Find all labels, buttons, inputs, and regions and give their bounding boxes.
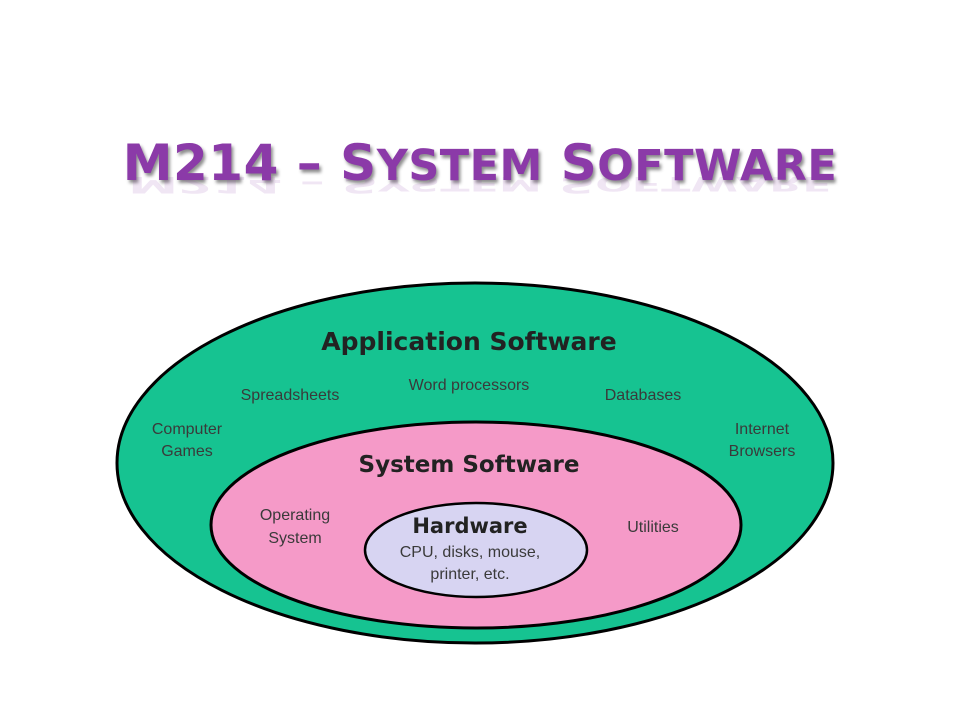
title-software: OFTWARE bbox=[597, 141, 838, 191]
title-prefix: M214 – S bbox=[122, 134, 377, 192]
application-software-heading: Application Software bbox=[321, 327, 616, 356]
computer-games-label-line1: Computer bbox=[152, 421, 223, 438]
utilities-label: Utilities bbox=[627, 519, 679, 536]
computer-games-label-line2: Games bbox=[161, 443, 213, 460]
word-processors-label: Word processors bbox=[409, 377, 530, 394]
internet-browsers-label-line1: Internet bbox=[735, 421, 790, 438]
operating-system-label-line1: Operating bbox=[260, 507, 330, 524]
databases-label: Databases bbox=[605, 387, 682, 404]
slide-title: M214 – SYSTEM SOFTWARE bbox=[0, 138, 960, 188]
hardware-detail-line1: CPU, disks, mouse, bbox=[400, 544, 540, 561]
internet-browsers-label-line2: Browsers bbox=[729, 443, 796, 460]
hardware-detail-line2: printer, etc. bbox=[430, 566, 509, 583]
hardware-heading: Hardware bbox=[412, 514, 527, 538]
title-space: S bbox=[542, 134, 598, 192]
system-software-heading: System Software bbox=[359, 452, 580, 478]
operating-system-label-line2: System bbox=[268, 530, 321, 547]
title-system: YSTEM bbox=[376, 141, 543, 191]
spreadsheets-label: Spreadsheets bbox=[241, 387, 340, 404]
hardware-ellipse bbox=[363, 501, 589, 599]
